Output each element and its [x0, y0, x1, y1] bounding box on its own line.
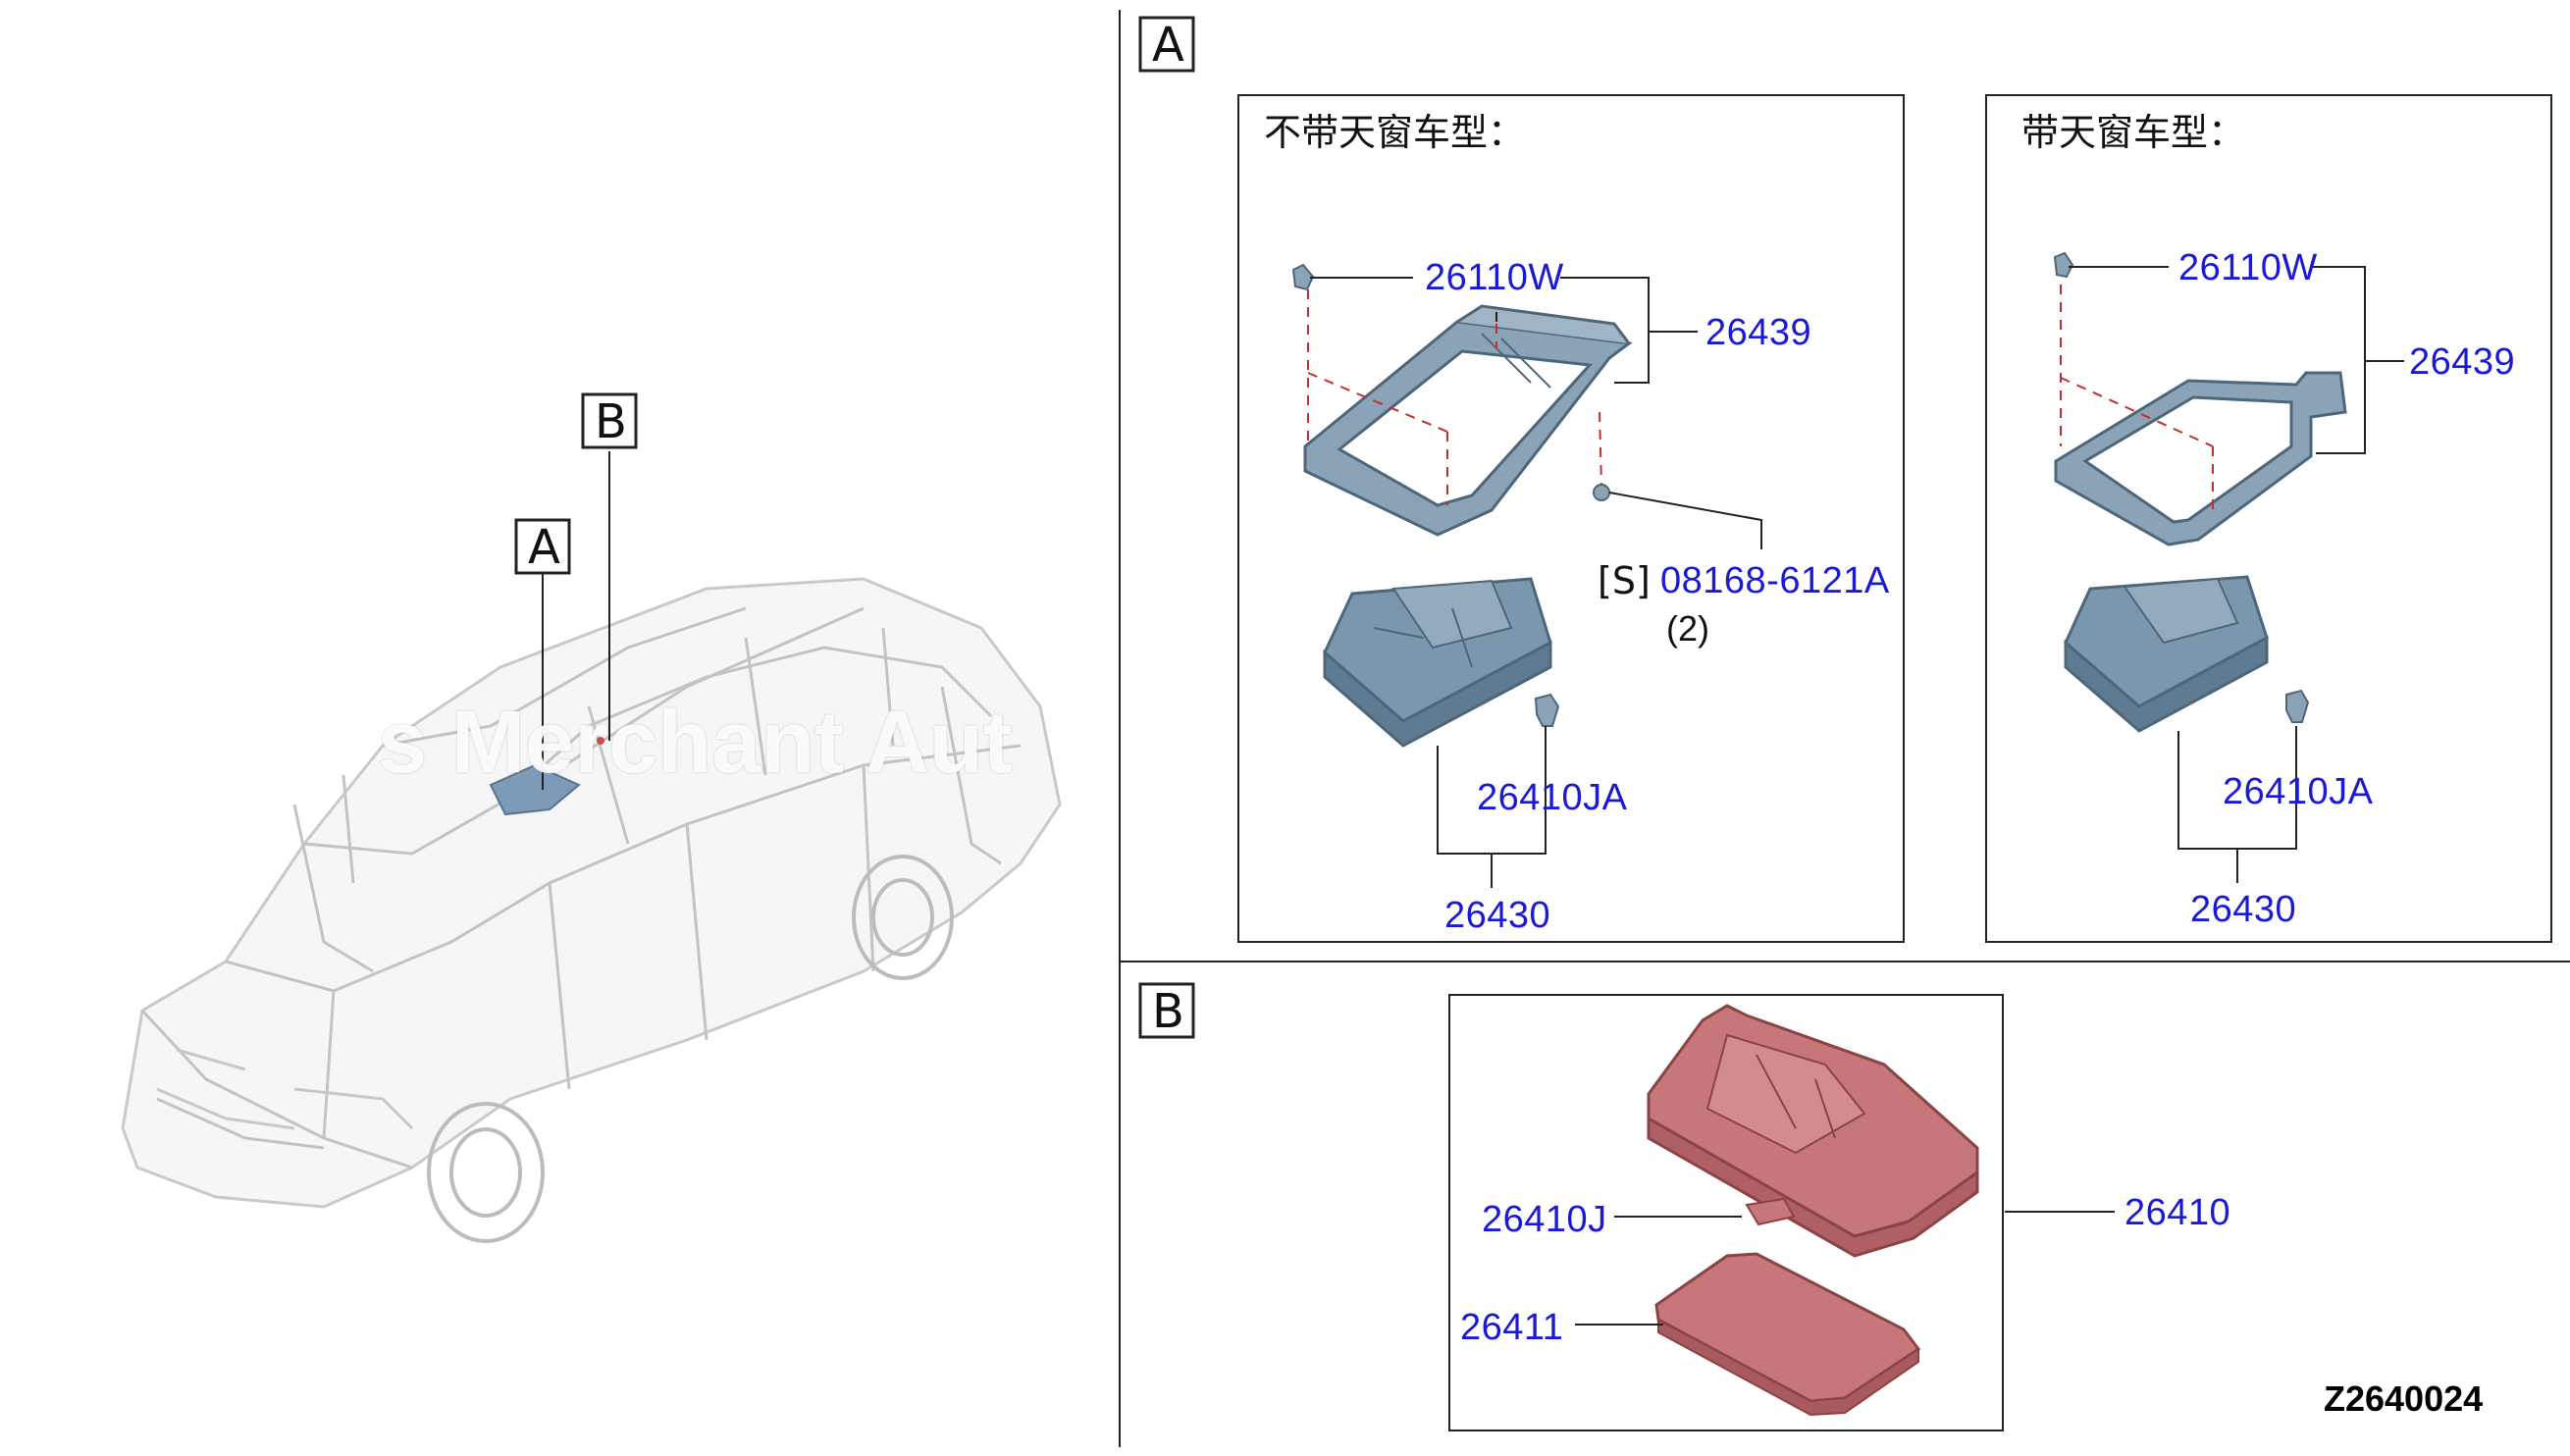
- frame-26439-left: [1303, 304, 1633, 537]
- label-bulb-26410j: 26410J: [1482, 1199, 1607, 1240]
- leaders-panel-b: [1575, 1211, 2115, 1326]
- label-clip-26110w-left: 26110W: [1425, 257, 1564, 298]
- lens-26411-red: [1654, 1252, 1921, 1417]
- panel-b-box: [1448, 994, 2004, 1431]
- label-lens-26411: 26411: [1460, 1307, 1564, 1348]
- clip-26110w-left: [1291, 263, 1315, 291]
- section-b-box: [1138, 982, 1195, 1039]
- bulb-26410ja-right: [2285, 689, 2310, 723]
- dash-leaders-right: [2060, 285, 2214, 515]
- screw-08168-left: [1593, 484, 1610, 501]
- label-screw-08168: 08168-6121A: [1660, 560, 1890, 601]
- caption-with-sunroof: 带天窗车型：: [2021, 111, 2246, 154]
- car-callout-a-label: A: [528, 520, 560, 575]
- car-front-details: [156, 1048, 414, 1130]
- car-wheels: [427, 855, 954, 1243]
- label-clip-26110w-right: 26110W: [2178, 247, 2318, 288]
- panel-a-left-box: [1237, 94, 1905, 943]
- clip-26110w-right: [2053, 251, 2074, 279]
- car-callout-a-box: [514, 518, 571, 575]
- label-lamp-26430-left: 26430: [1444, 895, 1551, 936]
- dash-leaders-left: [1307, 289, 1602, 505]
- lamp-26430-right: [2064, 575, 2269, 733]
- label-lamp-26410: 26410: [2124, 1192, 2231, 1233]
- caption-no-sunroof: 不带天窗车型：: [1264, 111, 1526, 154]
- label-frame-26439-left: 26439: [1705, 312, 1812, 353]
- car-lamp-highlight: [489, 763, 581, 816]
- section-label-b: B: [1152, 984, 1184, 1039]
- car-ghost: [121, 577, 1062, 1209]
- frame-26439-right: [2054, 371, 2347, 546]
- lamp-26410-red: [1647, 1004, 1979, 1258]
- car-lamp-red-dot: [597, 737, 604, 745]
- label-bulb-26410ja-left: 26410JA: [1477, 777, 1628, 818]
- label-bulb-26410ja-right: 26410JA: [2223, 771, 2374, 812]
- label-frame-26439-right: 26439: [2409, 341, 2516, 383]
- lamp-26430-left: [1323, 577, 1552, 748]
- car-callout-b-box: [581, 392, 638, 449]
- label-lamp-26430-right: 26430: [2190, 889, 2297, 930]
- label-screw-qty: (2): [1666, 608, 1709, 649]
- bulb-26410j: [1745, 1197, 1796, 1226]
- bulb-26410ja-left: [1534, 693, 1560, 727]
- car-callout-b-label: B: [595, 394, 627, 449]
- leaders-panel-a-right: [2069, 266, 2404, 883]
- section-a-box: [1138, 16, 1195, 73]
- watermark: s Merchant Aut: [378, 694, 1013, 792]
- label-screw-prefix: [S]: [1598, 559, 1651, 602]
- diagram-code: Z2640024: [2324, 1378, 2484, 1419]
- panel-a-right-box: [1985, 94, 2552, 943]
- leaders-panel-a-left: [1310, 277, 1762, 888]
- section-label-a: A: [1152, 18, 1184, 73]
